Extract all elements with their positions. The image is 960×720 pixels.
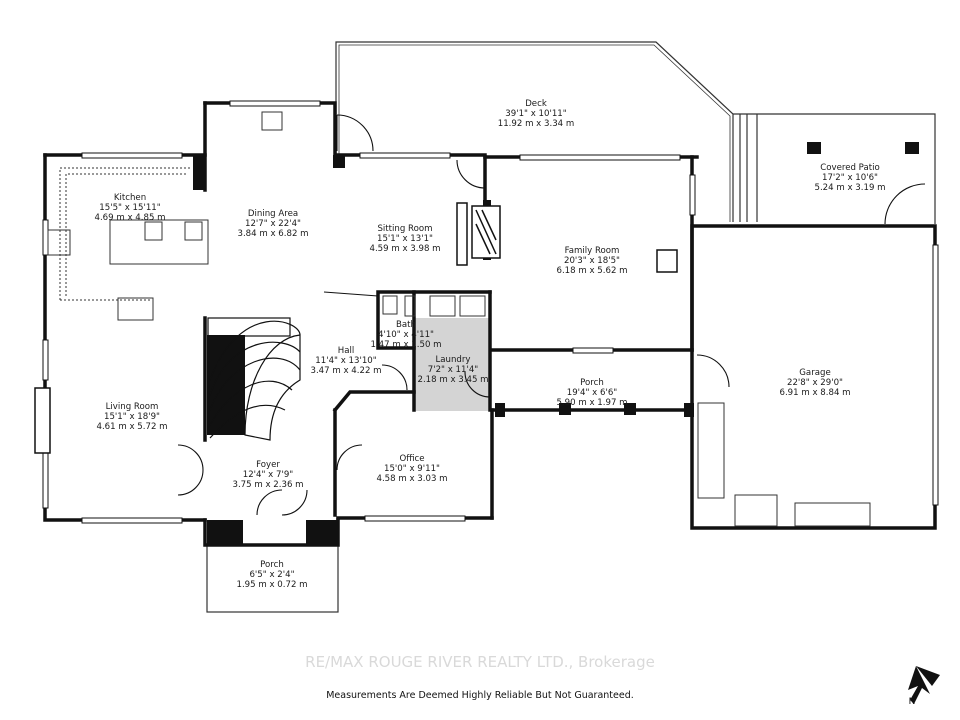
porch-rear-name: Porch (580, 378, 604, 388)
deck-name: Deck (525, 99, 547, 109)
bath-metric: 1.47 m x 1.50 m (370, 340, 441, 350)
sitting-room-name: Sitting Room (377, 224, 432, 234)
sitting-room-metric: 4.59 m x 3.98 m (369, 244, 440, 254)
porch-front-imperial: 6'5" x 2'4" (249, 570, 294, 580)
deck-imperial: 39'1" x 10'11" (505, 109, 567, 119)
family-room-imperial: 20'3" x 18'5" (564, 256, 620, 266)
kitchen-metric: 4.69 m x 4.85 m (94, 213, 165, 223)
family-room-metric: 6.18 m x 5.62 m (556, 266, 627, 276)
sitting-room-imperial: 15'1" x 13'1" (377, 234, 433, 244)
walls (43, 101, 937, 547)
disclaimer: Measurements Are Deemed Highly Reliable … (326, 690, 634, 701)
kitchen-fixtures (47, 167, 209, 321)
windows (42, 100, 939, 524)
outdoor-outlines (206, 41, 936, 613)
office-metric: 4.58 m x 3.03 m (376, 474, 447, 484)
office-imperial: 15'0" x 9'11" (384, 464, 440, 474)
bath-name: Bath (396, 320, 416, 330)
hall-imperial: 11'4" x 13'10" (315, 356, 377, 366)
staircase (207, 317, 301, 441)
north-arrow-icon: N (908, 666, 940, 707)
kitchen-name: Kitchen (114, 193, 146, 203)
laundry-metric: 2.18 m x 3.45 m (417, 375, 488, 385)
laundry-name: Laundry (435, 355, 470, 365)
garage-fixtures (697, 402, 871, 527)
porch-rear-metric: 5.90 m x 1.97 m (556, 398, 627, 408)
bath-fixtures (382, 295, 486, 317)
laundry-fill (414, 318, 489, 411)
living-room-name: Living Room (106, 402, 159, 412)
foyer-name: Foyer (256, 460, 280, 470)
kitchen-imperial: 15'5" x 15'11" (99, 203, 161, 213)
fireplaces (34, 202, 678, 454)
north-label: N (909, 697, 916, 707)
bath-imperial: 4'10" x 4'11" (378, 330, 434, 340)
covered-patio-name: Covered Patio (820, 163, 880, 173)
living-room-metric: 4.61 m x 5.72 m (96, 422, 167, 432)
covered-patio-outline (733, 113, 936, 224)
family-room-name: Family Room (565, 246, 620, 256)
dining-pendant (261, 111, 283, 131)
hall-name: Hall (338, 346, 355, 356)
dining-area-name: Dining Area (248, 209, 298, 219)
foyer-metric: 3.75 m x 2.36 m (232, 480, 303, 490)
doors (177, 114, 926, 516)
foyer-imperial: 12'4" x 7'9" (243, 470, 294, 480)
garage-imperial: 22'8" x 29'0" (787, 378, 843, 388)
covered-patio-metric: 5.24 m x 3.19 m (814, 183, 885, 193)
garage-metric: 6.91 m x 8.84 m (779, 388, 850, 398)
dining-area-imperial: 12'7" x 22'4" (245, 219, 301, 229)
porch-front-metric: 1.95 m x 0.72 m (236, 580, 307, 590)
watermark: RE/MAX ROUGE RIVER REALTY LTD., Brokerag… (305, 653, 655, 671)
porch-rear-imperial: 19'4" x 6'6" (567, 388, 618, 398)
hall-metric: 3.47 m x 4.22 m (310, 366, 381, 376)
office-name: Office (399, 454, 424, 464)
room-labels: Deck 39'1" x 10'11" 11.92 m x 3.34 m Cov… (94, 99, 885, 590)
living-room-imperial: 15'1" x 18'9" (104, 412, 160, 422)
deck-metric: 11.92 m x 3.34 m (498, 119, 575, 129)
deck-outline (335, 41, 734, 222)
porch-front-name: Porch (260, 560, 284, 570)
covered-patio-imperial: 17'2" x 10'6" (822, 173, 878, 183)
dining-area-metric: 3.84 m x 6.82 m (237, 229, 308, 239)
garage-name: Garage (799, 368, 830, 378)
laundry-imperial: 7'2" x 11'4" (428, 365, 479, 375)
